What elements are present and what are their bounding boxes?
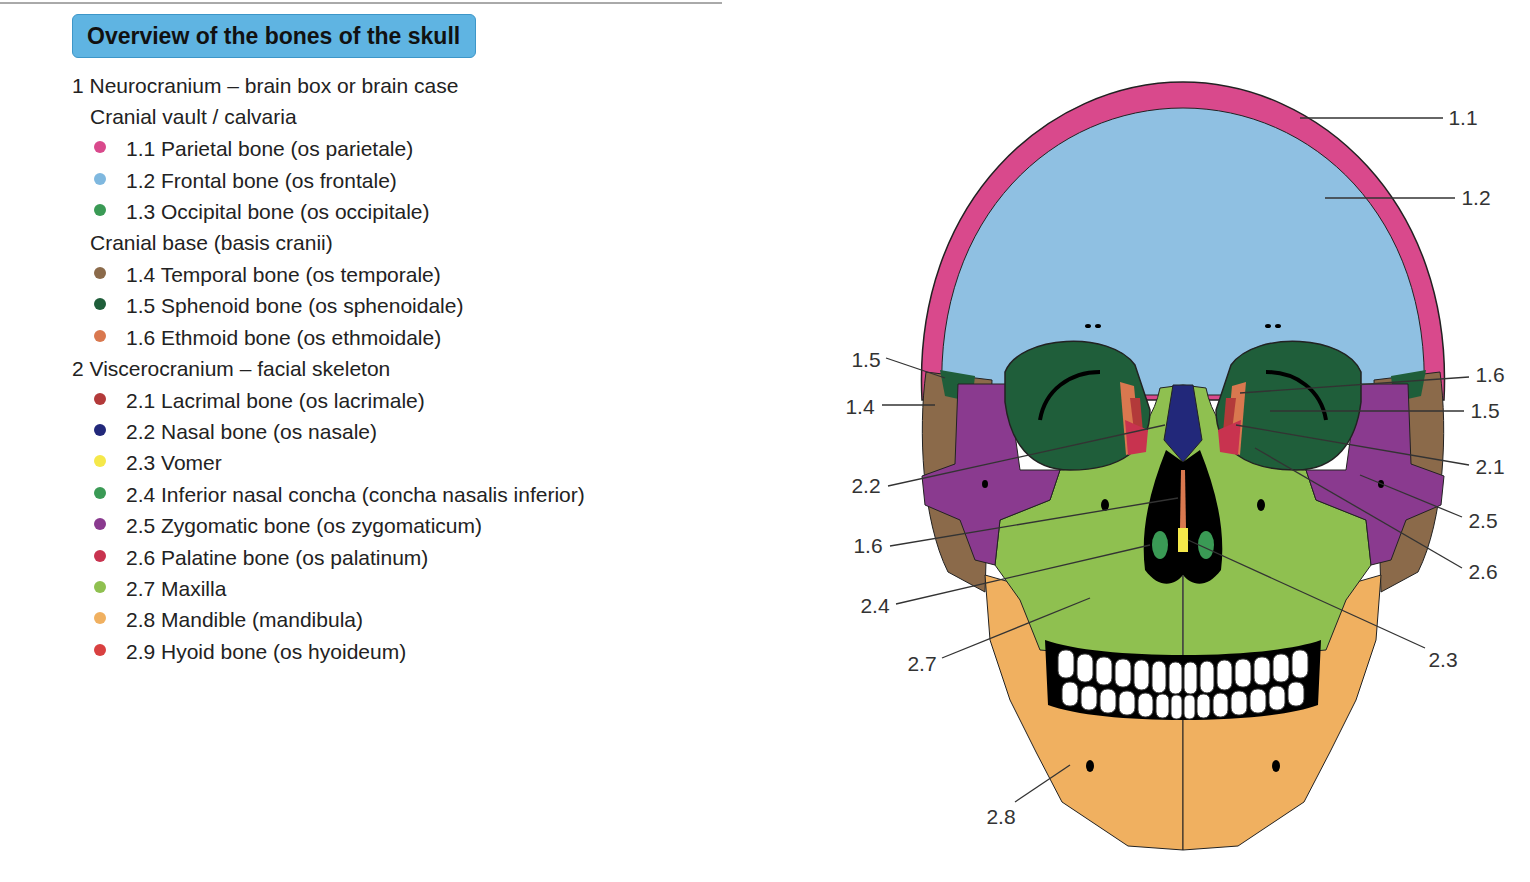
legend-text: 1.1 Parietal bone (os parietale)	[126, 136, 413, 161]
legend-text: 2.4 Inferior nasal concha (concha nasali…	[126, 482, 585, 507]
section-heading: Cranial base (basis cranii)	[90, 230, 333, 255]
legend-swatch	[94, 330, 106, 342]
legend-text: 1.4 Temporal bone (os temporale)	[126, 262, 441, 287]
mouth	[1045, 640, 1321, 720]
callout-number: 2.7	[907, 651, 936, 676]
legend-swatch	[94, 424, 106, 436]
legend-text: 2.5 Zygomatic bone (os zygomaticum)	[126, 513, 482, 538]
legend-swatch	[94, 644, 106, 656]
callout-number: 2.3	[1428, 647, 1457, 672]
inferior-nasal-concha	[1152, 531, 1168, 559]
foramen	[1086, 760, 1094, 772]
suture	[1183, 575, 1184, 662]
orbital-fissure	[1040, 372, 1100, 420]
foramen	[1085, 324, 1091, 328]
legend-swatch	[94, 581, 106, 593]
legend-text: 2.2 Nasal bone (os nasale)	[126, 419, 377, 444]
top-rule	[0, 3, 722, 4]
legend-swatch	[94, 550, 106, 562]
ethmoid-septum	[1180, 470, 1186, 528]
foramen	[982, 480, 988, 488]
callout-number: 1.6	[853, 533, 882, 558]
callout-number: 1.1	[1448, 105, 1477, 130]
legend-swatch	[94, 612, 106, 624]
callout-number: 2.5	[1468, 508, 1497, 533]
legend-text: 2.9 Hyoid bone (os hyoideum)	[126, 639, 406, 664]
teeth	[1058, 650, 1308, 719]
legend-text: 2.6 Palatine bone (os palatinum)	[126, 545, 428, 570]
nasal-cavity	[1144, 450, 1223, 584]
leader-lines	[882, 118, 1469, 802]
callout-number: 2.8	[986, 804, 1015, 829]
orbit-sphenoid	[1005, 341, 1150, 470]
callout-number: 1.2	[1461, 185, 1490, 210]
legend-swatch	[94, 204, 106, 216]
callout-number: 1.4	[845, 394, 874, 419]
legend-swatch	[94, 393, 106, 405]
legend-swatch	[94, 298, 106, 310]
section-heading: 2 Viscerocranium – facial skeleton	[72, 356, 390, 381]
callout-number: 2.6	[1468, 559, 1497, 584]
legend-swatch	[94, 173, 106, 185]
callout-number: 2.4	[860, 593, 889, 618]
callout-number: 1.5	[851, 347, 880, 372]
callout-number: 2.2	[851, 473, 880, 498]
palatine-bone	[1125, 420, 1148, 455]
legend-text: 2.8 Mandible (mandibula)	[126, 607, 363, 632]
title-box: Overview of the bones of the skull	[72, 14, 476, 58]
legend-text: 2.1 Lacrimal bone (os lacrimale)	[126, 388, 425, 413]
foramen	[1095, 324, 1101, 328]
vomer	[1178, 528, 1188, 552]
legend-text: 1.2 Frontal bone (os frontale)	[126, 168, 397, 193]
frontal-bone	[942, 108, 1425, 395]
legend-text: 1.6 Ethmoid bone (os ethmoidale)	[126, 325, 441, 350]
legend-text: 2.7 Maxilla	[126, 576, 226, 601]
section-heading: 1 Neurocranium – brain box or brain case	[72, 73, 458, 98]
legend-swatch	[94, 267, 106, 279]
legend-swatch	[94, 455, 106, 467]
parietal-bone	[921, 82, 1444, 400]
legend-text: 1.5 Sphenoid bone (os sphenoidale)	[126, 293, 463, 318]
section-heading: Cranial vault / calvaria	[90, 104, 297, 129]
legend-swatch	[94, 518, 106, 530]
legend-text: 1.3 Occipital bone (os occipitale)	[126, 199, 430, 224]
nasal-bone	[1164, 385, 1202, 462]
legend-swatch	[94, 141, 106, 153]
legend-swatch	[94, 487, 106, 499]
title-text: Overview of the bones of the skull	[87, 23, 460, 50]
legend-text: 2.3 Vomer	[126, 450, 222, 475]
callout-number: 1.6	[1475, 362, 1504, 387]
inferior-nasal-concha	[1152, 531, 1168, 559]
callout-number: 2.1	[1475, 454, 1504, 479]
callout-number: 1.5	[1470, 398, 1499, 423]
